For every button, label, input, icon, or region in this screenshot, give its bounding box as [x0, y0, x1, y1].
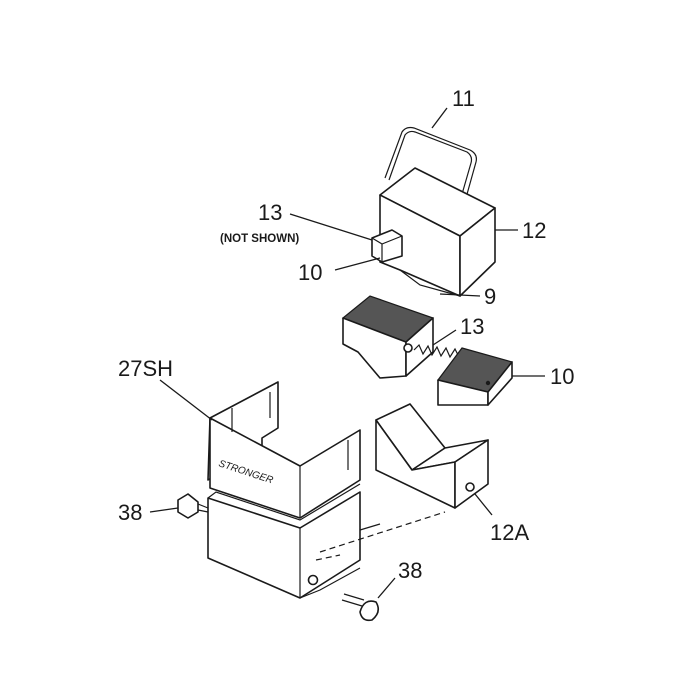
callout-10-top: 10 — [298, 260, 322, 285]
alignment-lines — [315, 511, 446, 561]
wire-handle — [384, 126, 477, 266]
callout-13-note: (NOT SHOWN) — [220, 233, 299, 245]
wheel-chock-top — [379, 167, 496, 297]
pivot-hole — [403, 343, 413, 353]
spring — [413, 343, 460, 359]
bolt-bottom — [341, 593, 380, 622]
callout-9: 9 — [484, 284, 496, 309]
leader-lines — [149, 107, 545, 599]
tread-pad-right — [436, 347, 514, 406]
bracket-bolt-hole — [307, 574, 319, 586]
callout-labels: 11 12 13 (NOT SHOWN) 10 9 13 10 27SH 12A… — [118, 86, 574, 583]
callout-38-bottom: 38 — [398, 558, 422, 583]
callout-10-right: 10 — [550, 364, 574, 389]
wheel-chock-lower — [375, 403, 489, 509]
wedge-pad-top — [371, 229, 403, 263]
callout-13-top: 13 — [258, 200, 282, 225]
chock-holder-bracket: STRONGER — [207, 381, 381, 599]
tread-block — [341, 295, 435, 379]
pad-rivet — [485, 380, 491, 386]
callout-12: 12 — [522, 218, 546, 243]
callout-11: 11 — [452, 86, 475, 111]
callout-38-left: 38 — [118, 500, 142, 525]
callout-27sh: 27SH — [118, 356, 173, 381]
bolt-left — [177, 493, 209, 519]
callout-13-mid: 13 — [460, 314, 484, 339]
chock-bolt-hole — [465, 482, 475, 492]
callout-12a: 12A — [490, 520, 529, 545]
